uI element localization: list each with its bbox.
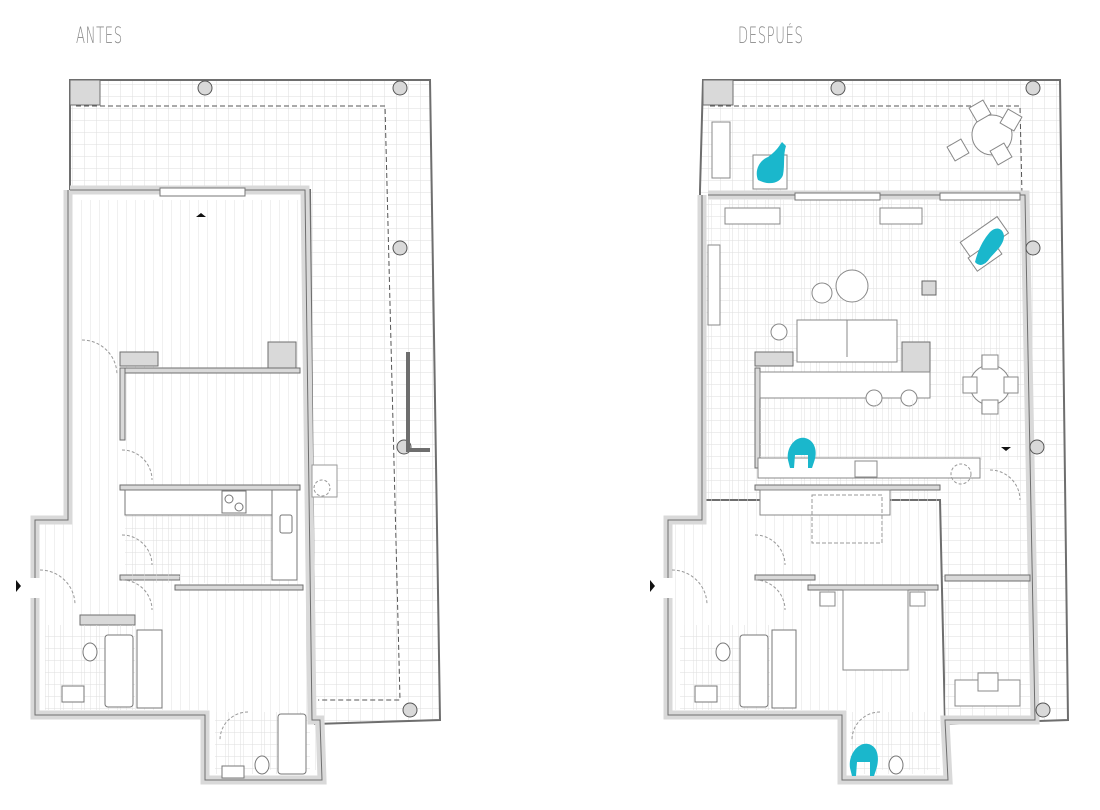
plan-before — [16, 79, 442, 785]
north-marker-icon — [196, 213, 206, 217]
sink-icon — [279, 514, 293, 534]
stove-icon — [854, 460, 878, 478]
before-title: ANTES — [76, 24, 123, 49]
person-icon — [756, 142, 1004, 776]
column-icon — [830, 80, 1051, 718]
after-title: DESPUÉS — [738, 24, 804, 49]
column-icon — [197, 80, 418, 718]
bed-icon — [842, 589, 909, 671]
toilet-icon — [715, 642, 731, 662]
entry-arrow-icon — [650, 580, 655, 592]
toilet-icon — [82, 642, 98, 662]
plan-after — [650, 79, 1070, 785]
north-marker-icon — [1001, 447, 1011, 451]
stove-icon — [221, 490, 247, 514]
sofa-icon — [796, 319, 898, 363]
bathtub-icon — [104, 634, 134, 708]
dining-table-icon — [946, 99, 1023, 166]
bathtub-icon — [739, 634, 769, 708]
entry-arrow-icon — [16, 580, 21, 592]
